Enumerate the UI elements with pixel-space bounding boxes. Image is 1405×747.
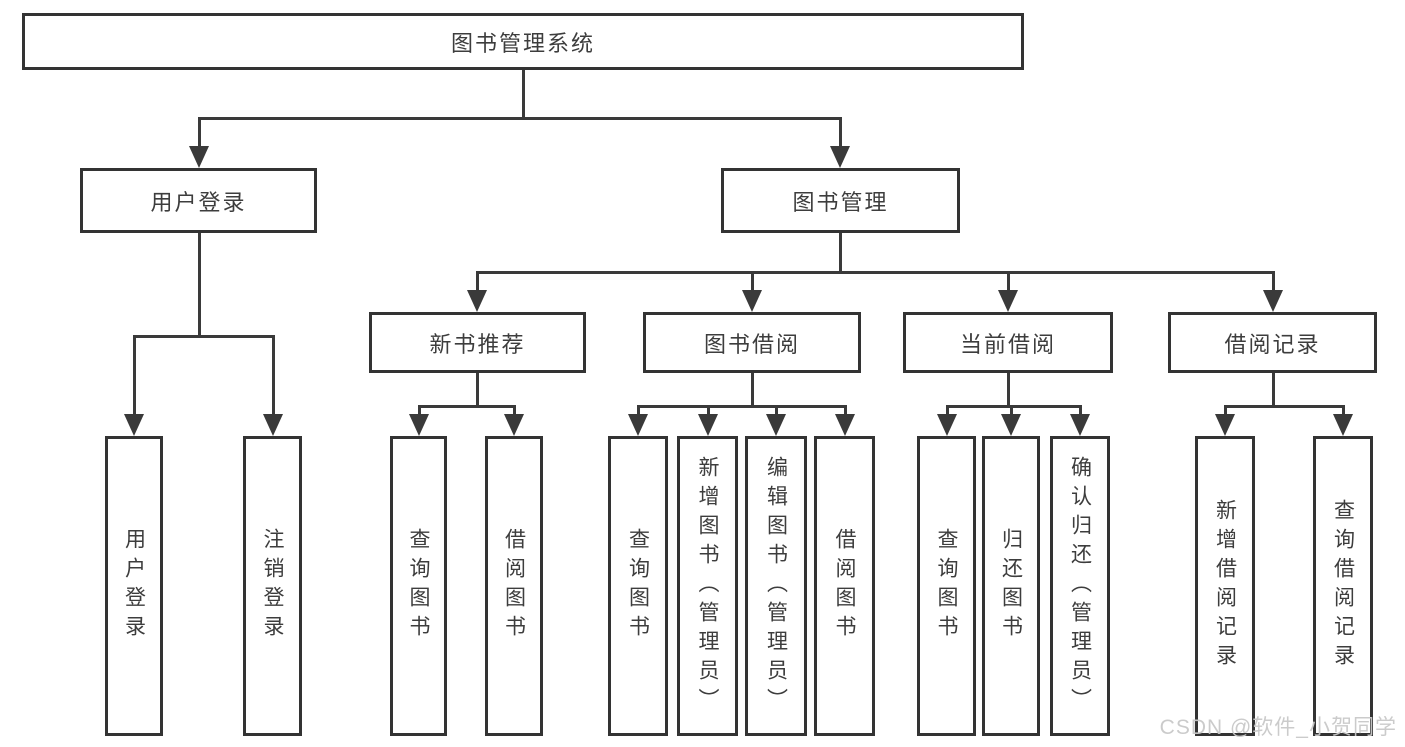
arrow-down-icon [1215,414,1235,436]
arrow-down-icon [124,414,144,436]
arrow-down-icon [467,290,487,312]
arrow-down-icon [189,146,209,168]
connector-hline [945,404,1082,408]
arrow-down-icon [504,414,524,436]
connector-vline [945,404,949,417]
connector-hline [417,404,516,408]
connector-vline [1271,270,1275,293]
connector-vline [838,116,842,149]
arrow-down-icon [1263,290,1283,312]
connector-hline [1223,404,1345,408]
connector-hline [197,116,842,120]
connector-vline [521,70,525,118]
arrow-down-icon [1001,414,1021,436]
arrow-down-icon [1333,414,1353,436]
leaf-logout: 注销登录 [243,436,302,736]
arrow-down-icon [742,290,762,312]
connector-vline [1078,404,1082,417]
leaf-borrow-add-books-admin: 新增图书（管理员） [677,436,738,736]
connector-vline [1009,404,1013,417]
node-borrowing-records: 借阅记录 [1168,312,1377,373]
connector-vline [636,404,640,417]
connector-vline [197,233,201,338]
leaf-user-login: 用户登录 [105,436,163,736]
connector-vline [706,404,710,417]
arrow-down-icon [766,414,786,436]
node-book-borrowing: 图书借阅 [643,312,861,373]
connector-hline [636,404,847,408]
connector-vline [1341,404,1345,417]
arrow-down-icon [835,414,855,436]
node-current-borrowing: 当前借阅 [903,312,1113,373]
node-user-login: 用户登录 [80,168,317,233]
arrow-down-icon [409,414,429,436]
connector-vline [132,334,136,416]
node-book-management: 图书管理 [721,168,960,233]
leaf-records-query-record: 查询借阅记录 [1313,436,1373,736]
watermark: CSDN @软件_小贺同学 [1159,716,1397,739]
connector-vline [475,373,479,408]
arrow-down-icon [698,414,718,436]
leaf-borrow-edit-books-admin: 编辑图书（管理员） [745,436,807,736]
connector-vline [1271,373,1275,408]
arrow-down-icon [830,146,850,168]
connector-hline [475,270,1275,274]
leaf-current-return-books: 归还图书 [982,436,1040,736]
connector-vline [475,270,479,293]
connector-vline [197,116,201,149]
connector-vline [1006,270,1010,293]
connector-vline [750,373,754,408]
leaf-current-confirm-return-admin: 确认归还（管理员） [1050,436,1110,736]
leaf-borrow-borrow-books: 借阅图书 [814,436,875,736]
connector-vline [774,404,778,417]
leaf-newrec-query-books: 查询图书 [390,436,447,736]
arrow-down-icon [1070,414,1090,436]
arrow-down-icon [263,414,283,436]
connector-vline [750,270,754,293]
arrow-down-icon [628,414,648,436]
arrow-down-icon [937,414,957,436]
connector-vline [1223,404,1227,417]
connector-vline [271,334,275,416]
connector-vline [1006,373,1010,408]
leaf-records-add-record: 新增借阅记录 [1195,436,1255,736]
leaf-current-query-books: 查询图书 [917,436,976,736]
connector-vline [843,404,847,417]
connector-vline [417,404,421,417]
connector-vline [512,404,516,417]
node-new-book-recommendation: 新书推荐 [369,312,586,373]
connector-vline [838,233,842,274]
connector-hline [132,334,275,338]
leaf-newrec-borrow-books: 借阅图书 [485,436,543,736]
node-library-management-system: 图书管理系统 [22,13,1024,70]
arrow-down-icon [998,290,1018,312]
leaf-borrow-query-books: 查询图书 [608,436,668,736]
